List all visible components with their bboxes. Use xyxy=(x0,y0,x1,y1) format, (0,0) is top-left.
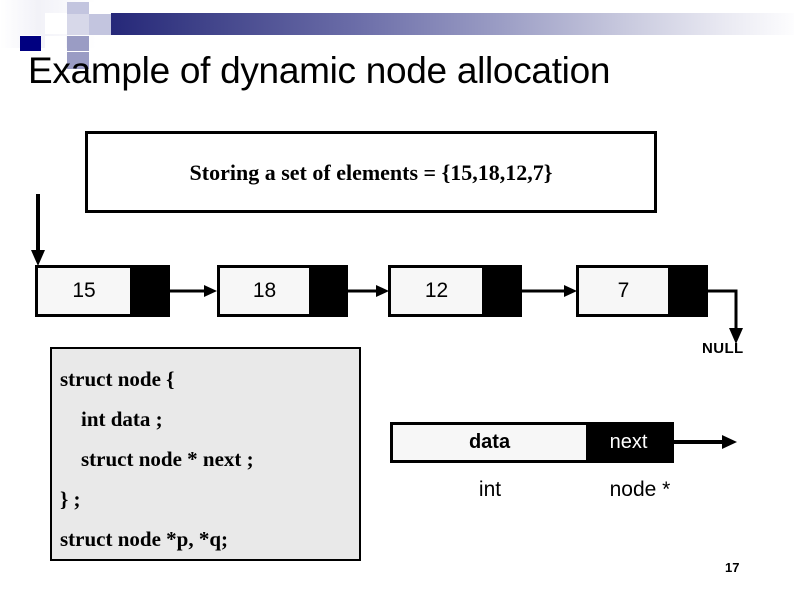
code-line: struct node * next ; xyxy=(60,447,254,471)
deco-square-9 xyxy=(89,14,111,35)
deco-square-4 xyxy=(67,2,89,14)
node-next-cell xyxy=(482,268,519,314)
struct-data-type-label: int xyxy=(478,478,502,501)
head-pointer-arrow xyxy=(28,194,56,268)
deco-square-3 xyxy=(45,13,67,34)
header-gradient-bar xyxy=(88,13,794,35)
struct-next-arrow xyxy=(672,434,738,450)
deco-square-6 xyxy=(67,36,89,51)
code-line: } ; xyxy=(60,487,81,511)
node-data-cell: 18 xyxy=(220,268,309,314)
list-node: 15 xyxy=(35,265,170,317)
node-data-cell: 12 xyxy=(391,268,482,314)
code-line: int data ; xyxy=(60,407,163,431)
code-line: struct node *p, *q; xyxy=(60,527,229,551)
code-block: struct node { int data ; struct node * n… xyxy=(50,347,361,561)
page-title: Example of dynamic node allocation xyxy=(28,50,611,91)
code-line: struct node { xyxy=(60,367,175,391)
link-arrow-2 xyxy=(348,283,390,299)
node-next-cell xyxy=(309,268,345,314)
struct-layout-box: data next xyxy=(390,422,674,463)
caption-text: Storing a set of elements = {15,18,12,7} xyxy=(189,160,553,185)
list-node: 18 xyxy=(217,265,348,317)
node-next-cell xyxy=(668,268,705,314)
deco-square-8 xyxy=(67,52,89,69)
link-arrow-1 xyxy=(170,283,218,299)
caption-box: Storing a set of elements = {15,18,12,7} xyxy=(85,131,657,213)
list-node: 7 xyxy=(576,265,708,317)
list-node: 12 xyxy=(388,265,522,317)
page-number: 17 xyxy=(725,560,740,575)
deco-square-2 xyxy=(20,36,41,51)
deco-square-10 xyxy=(89,2,111,14)
deco-square-7 xyxy=(45,36,66,51)
struct-next-type-label: node * xyxy=(609,478,671,501)
null-pointer-arrow xyxy=(700,284,748,346)
struct-data-field: data xyxy=(393,425,586,460)
deco-square-5 xyxy=(67,14,89,35)
node-next-cell xyxy=(130,268,167,314)
node-data-cell: 15 xyxy=(38,268,130,314)
struct-next-field: next xyxy=(586,425,671,460)
node-data-cell: 7 xyxy=(579,268,668,314)
link-arrow-3 xyxy=(522,283,578,299)
null-label: NULL xyxy=(702,340,744,357)
